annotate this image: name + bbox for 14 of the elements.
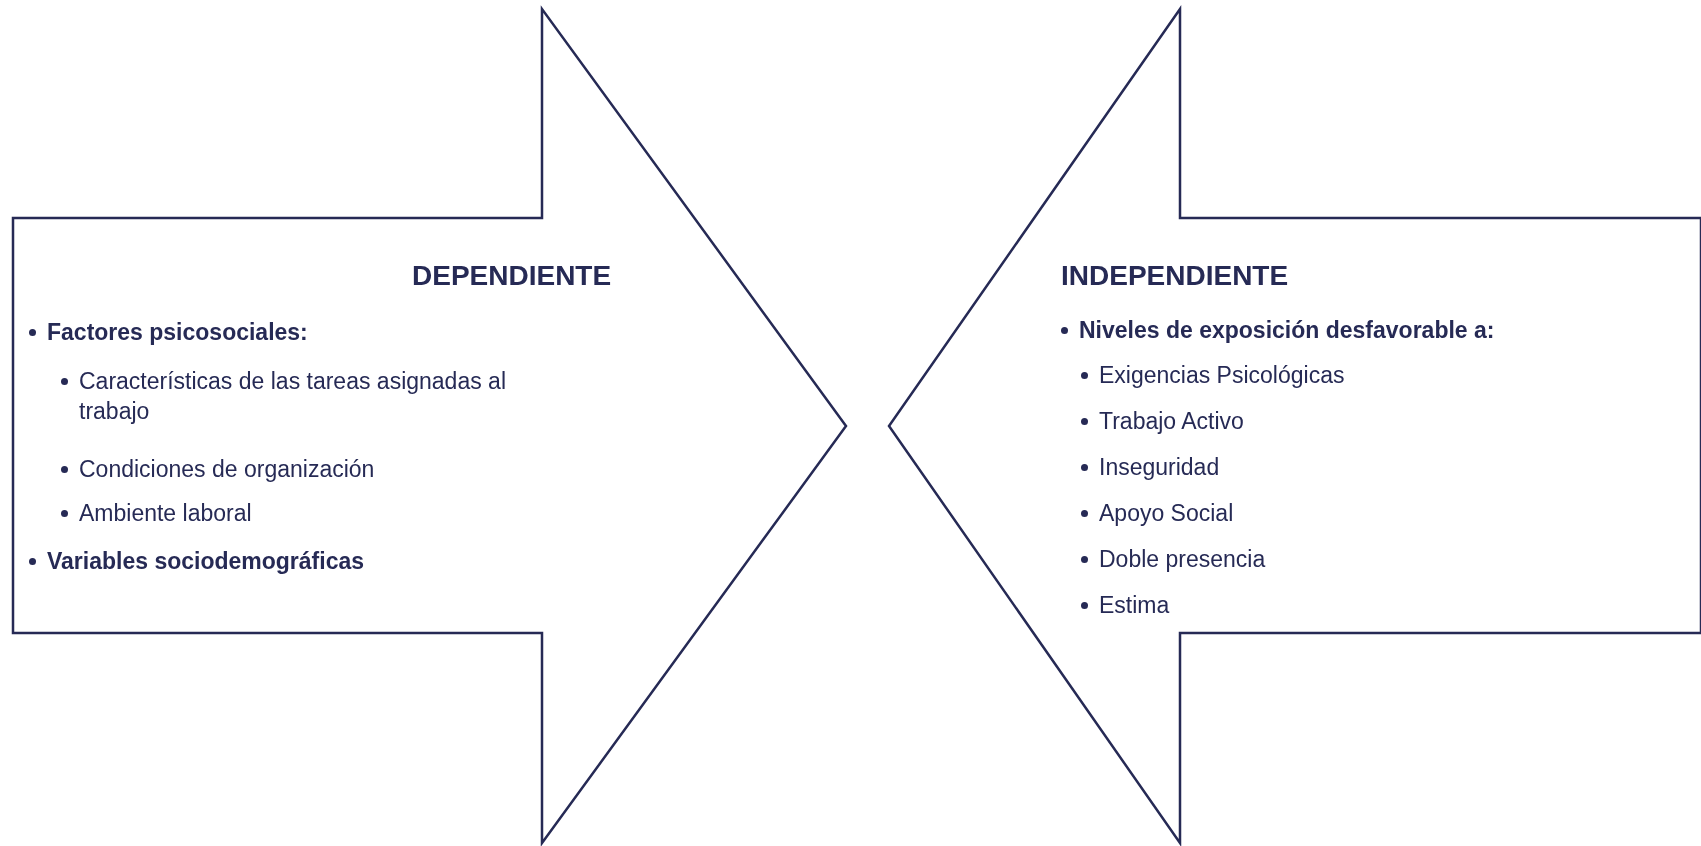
- list-item: Trabajo Activo: [1099, 407, 1244, 436]
- list-item: Características de las tareas asignadas al trabajo: [79, 367, 507, 426]
- list-item: Exigencias Psicológicas: [1099, 361, 1345, 390]
- list-item: Doble presencia: [1099, 545, 1266, 574]
- list-item: Condiciones de organización: [79, 455, 375, 484]
- list-item: Inseguridad: [1099, 453, 1220, 482]
- list-item: Ambiente laboral: [79, 499, 252, 528]
- list-item: Niveles de exposición desfavorable a:: [1079, 316, 1495, 345]
- list-item: Variables sociodemográficas: [47, 547, 365, 576]
- list-item: Factores psicosociales:: [47, 318, 308, 347]
- list-item: Estima: [1099, 591, 1170, 620]
- heading: INDEPENDIENTE: [1061, 259, 1289, 293]
- list-item: Apoyo Social: [1099, 499, 1234, 528]
- heading: DEPENDIENTE: [412, 259, 612, 293]
